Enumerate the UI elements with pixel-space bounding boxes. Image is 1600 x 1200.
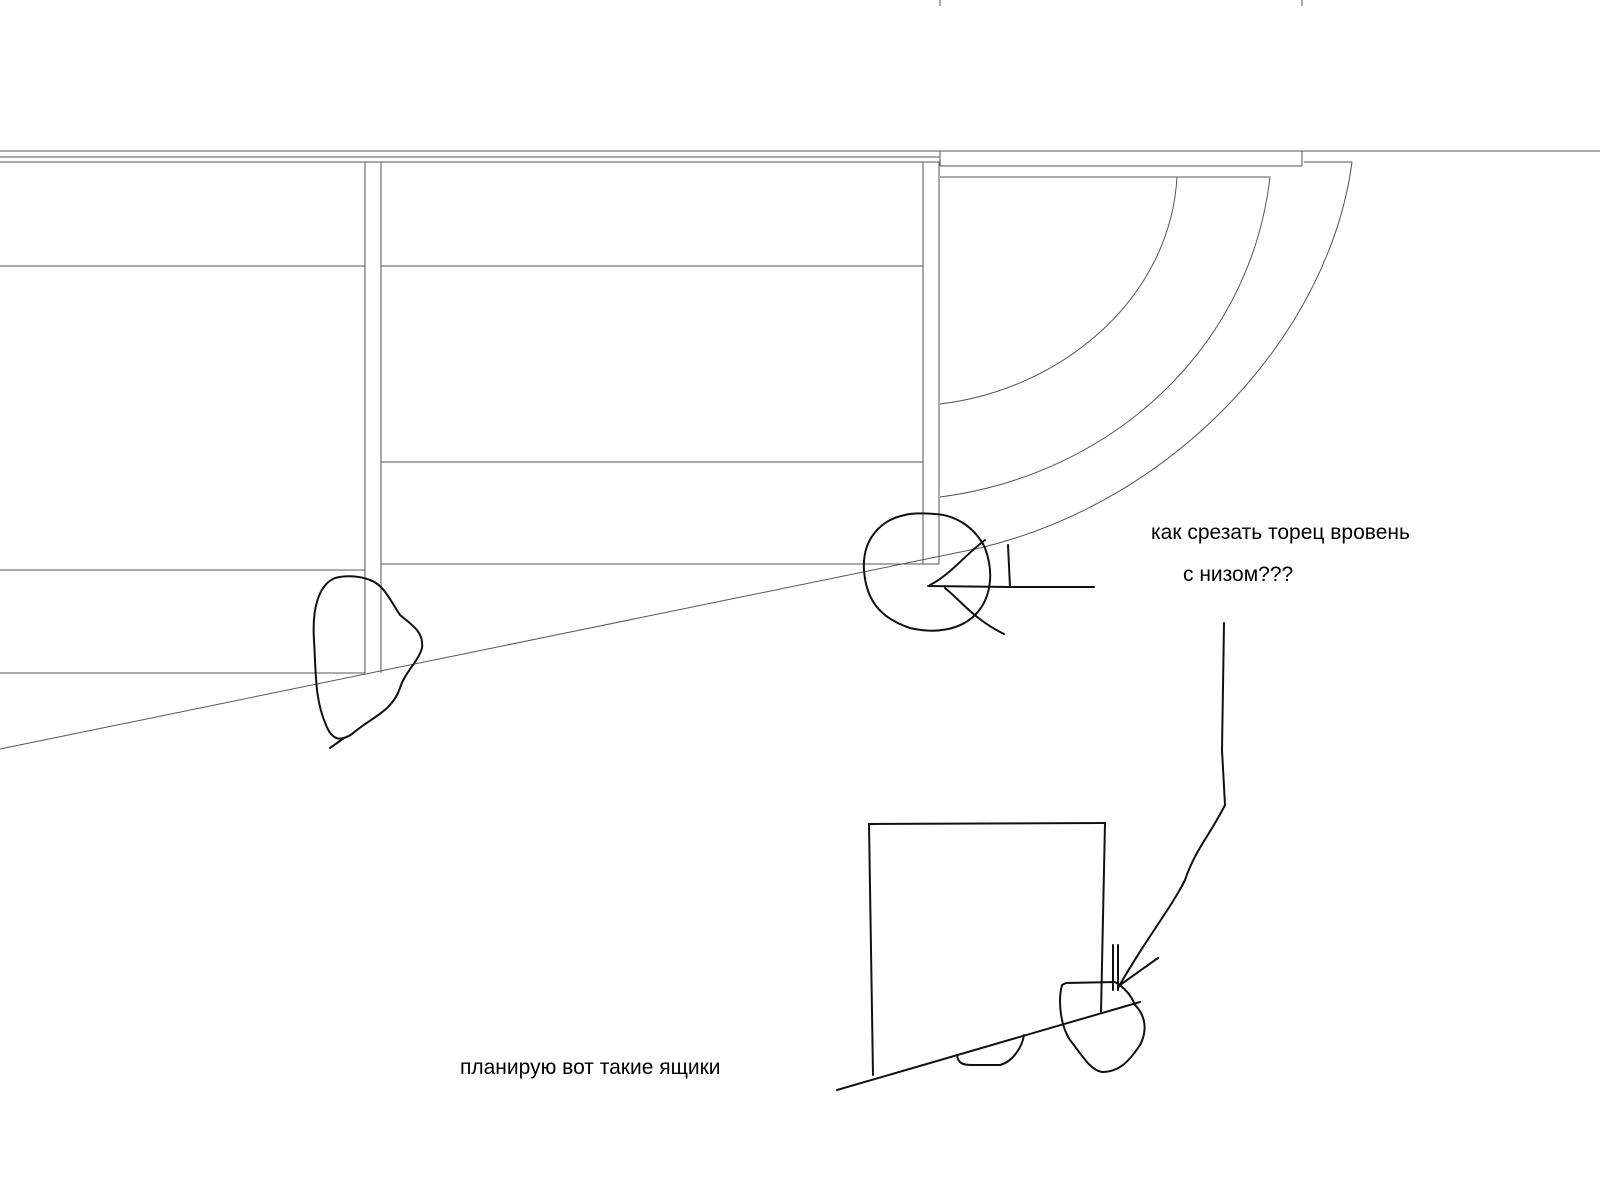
corner-arc-inner xyxy=(939,176,1178,405)
sketch-pointer-tip xyxy=(1119,957,1159,986)
drawer-sketch-slanted-bottom xyxy=(836,1001,1141,1091)
question-line-1: как срезать торец вровень xyxy=(1151,521,1410,544)
sketch-pointer-line xyxy=(1117,622,1226,989)
countertop-curve-edge xyxy=(0,161,1353,750)
drawer-sketch-circle xyxy=(1059,981,1146,1073)
question-line-2: с низом??? xyxy=(1183,563,1294,586)
drawer-sketch-right xyxy=(1100,822,1106,1013)
drawer-sketch-top xyxy=(868,822,1106,825)
sketch-stroke xyxy=(329,737,345,749)
sketch-arrow-line xyxy=(927,585,1011,588)
sketch-arrow-head-bottom xyxy=(944,587,1005,635)
sketch-circle-right xyxy=(862,512,992,632)
drawer-sketch-squiggle xyxy=(956,1034,1025,1066)
plan-note: планирую вот такие ящики xyxy=(460,1056,721,1079)
sketch-circle-left xyxy=(312,575,424,740)
sketch-arrow-head-top xyxy=(929,539,986,586)
drawer-sketch-left xyxy=(868,823,874,1076)
corner-arc-middle xyxy=(939,176,1271,498)
sketch-arrow-shaft xyxy=(1007,544,1095,588)
